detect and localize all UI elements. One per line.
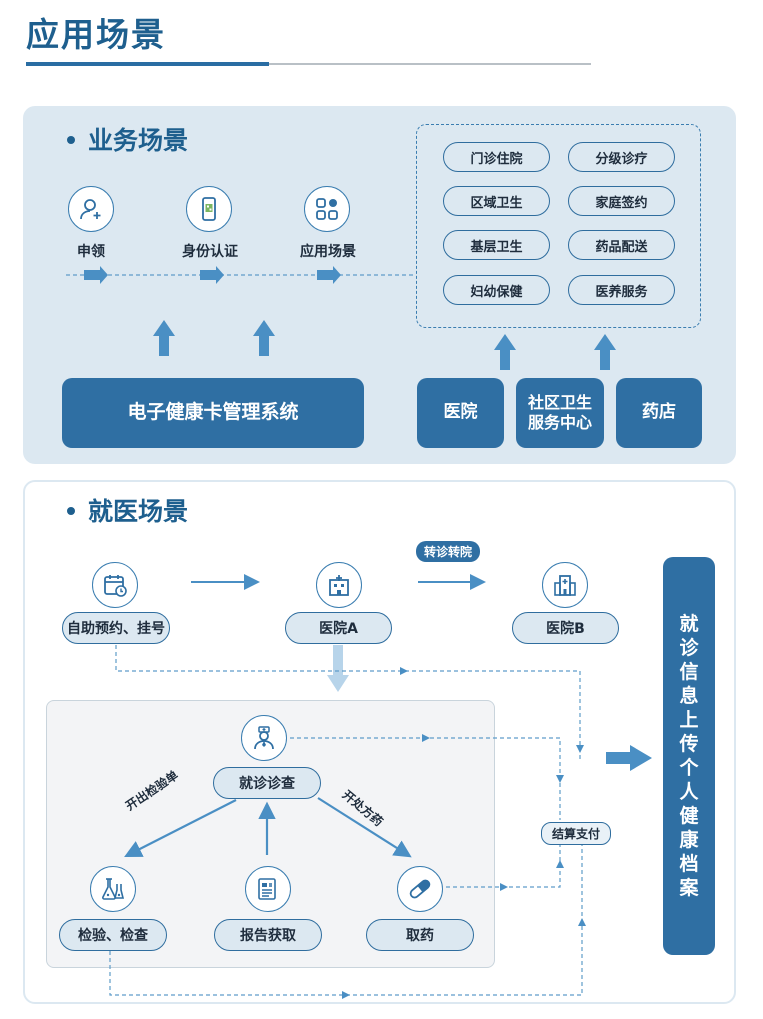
service-pill: 基层卫生 [443, 230, 550, 260]
medical-title: 就医场景 [88, 497, 189, 526]
service-pill: 妇幼保健 [443, 275, 550, 305]
step-auth-label: 身份认证 [182, 244, 238, 260]
hospital-building-icon [542, 562, 588, 608]
calendar-clock-icon [92, 562, 138, 608]
page-title: 应用场景 [26, 15, 166, 54]
hospital-icon [316, 562, 362, 608]
title-rule [269, 63, 591, 65]
upload-label: 就诊信息上传个人健康档案 [679, 613, 699, 899]
flow-arrow [317, 266, 341, 284]
up-arrow [594, 334, 616, 370]
up-arrow [253, 320, 275, 356]
flow-arrow [84, 266, 108, 284]
consult-pill: 就诊诊查 [213, 767, 321, 799]
flow-arrow [200, 266, 224, 284]
report-icon [245, 866, 291, 912]
doctor-icon [241, 715, 287, 761]
title-underline [26, 62, 269, 66]
down-arrow [327, 645, 349, 692]
service-pill: 区域卫生 [443, 186, 550, 216]
provider-community-box: 社区卫生 服务中心 [516, 378, 604, 448]
provider-pharmacy-box: 药店 [616, 378, 702, 448]
service-pill: 分级诊疗 [568, 142, 675, 172]
service-pill: 药品配送 [568, 230, 675, 260]
report-pill: 报告获取 [214, 919, 322, 951]
user-add-icon [68, 186, 114, 232]
service-pill: 门诊住院 [443, 142, 550, 172]
phone-qr-icon [186, 186, 232, 232]
transfer-tag: 转诊转院 [416, 541, 481, 562]
up-arrow [494, 334, 516, 370]
step-scene-label: 应用场景 [300, 244, 356, 260]
hospital-a-pill: 医院A [285, 612, 392, 644]
lab-flask-icon [90, 866, 136, 912]
provider-hospital-box: 医院 [417, 378, 504, 448]
apps-grid-icon [304, 186, 350, 232]
big-right-arrow [606, 745, 652, 771]
service-pill: 家庭签约 [568, 186, 675, 216]
step-apply-label: 申领 [77, 244, 105, 260]
service-pill: 医养服务 [568, 275, 675, 305]
bullet-dot [67, 136, 75, 144]
health-card-system-box: 电子健康卡管理系统 [62, 378, 364, 448]
medicine-pill: 取药 [366, 919, 474, 951]
hospital-b-pill: 医院B [512, 612, 619, 644]
exam-pill: 检验、检查 [59, 919, 167, 951]
self-booking-pill: 自助预约、挂号 [62, 612, 170, 644]
health-record-upload-box: 就诊信息上传个人健康档案 [663, 557, 715, 955]
business-title: 业务场景 [88, 126, 189, 155]
pill-capsule-icon [397, 866, 443, 912]
services-box [416, 124, 701, 328]
payment-tag: 结算支付 [541, 822, 612, 845]
bullet-dot [67, 507, 75, 515]
up-arrow [153, 320, 175, 356]
